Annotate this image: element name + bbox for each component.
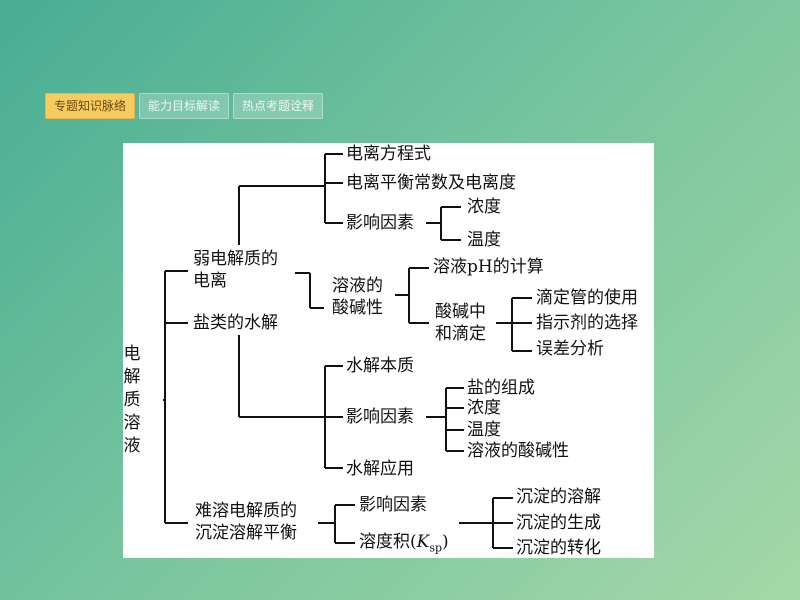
titration-label-line1: 酸碱中 — [435, 302, 486, 322]
ksp-symbol: K — [416, 532, 430, 552]
ksp-prefix: 溶度积( — [359, 532, 417, 552]
acidity-label-line1: 溶液的 — [332, 276, 383, 296]
error-analysis-label: 误差分析 — [536, 339, 604, 359]
tab-ability-goals[interactable]: 能力目标解读 — [139, 93, 230, 119]
precipitation-equilibrium-label-line2: 沉淀溶解平衡 — [195, 523, 297, 543]
ionization-constant-label: 电离平衡常数及电离度 — [346, 173, 516, 193]
root-label: 电解质溶液 — [123, 344, 141, 456]
tab-topic-overview[interactable]: 专题知识脉络 — [45, 93, 136, 119]
hydrolysis-factor-acidity: 溶液的酸碱性 — [467, 441, 569, 461]
hydrolysis-essence-label: 水解本质 — [346, 356, 414, 376]
hydrolysis-factor-concentration: 浓度 — [467, 398, 501, 418]
precipitate-conversion-label: 沉淀的转化 — [516, 538, 601, 558]
ionization-equation-label: 电离方程式 — [346, 144, 431, 164]
precipitate-formation-label: 沉淀的生成 — [516, 513, 601, 533]
tab-bar: 专题知识脉络 能力目标解读 热点考题诠释 — [45, 93, 324, 119]
hydrolysis-factors-label: 影响因素 — [346, 407, 414, 427]
weak-electrolyte-label-line1: 弱电解质的 — [193, 249, 278, 269]
ksp-subscript: sp — [429, 541, 443, 555]
hydrolysis-application-label: 水解应用 — [346, 459, 414, 479]
burette-usage-label: 滴定管的使用 — [536, 288, 638, 308]
tab-hot-questions[interactable]: 热点考题诠释 — [233, 93, 324, 119]
precipitation-factors-label: 影响因素 — [359, 495, 427, 515]
hydrolysis-factor-temperature: 温度 — [467, 420, 501, 440]
ph-calculation-label: 溶液pH的计算 — [433, 257, 544, 277]
ionization-factor-concentration: 浓度 — [467, 197, 501, 217]
acidity-label-line2: 酸碱性 — [332, 298, 383, 318]
salt-hydrolysis-label: 盐类的水解 — [193, 313, 278, 333]
titration-label-line2: 和滴定 — [435, 324, 486, 344]
indicator-selection-label: 指示剂的选择 — [536, 313, 638, 333]
ionization-factor-temperature: 温度 — [467, 230, 501, 250]
precipitate-dissolution-label: 沉淀的溶解 — [516, 487, 601, 507]
ksp-suffix: ) — [442, 532, 449, 552]
connector-lines — [163, 153, 532, 549]
hydrolysis-factor-salt-composition: 盐的组成 — [467, 378, 535, 398]
concept-map-panel: 电解质溶液 弱电解质的 电离 电离方程式 电离平衡常数及电离度 影响因素 浓度 … — [123, 143, 654, 558]
solubility-product-label: 溶度积(Ksp) — [359, 532, 449, 558]
ionization-factors-label: 影响因素 — [346, 213, 414, 233]
precipitation-equilibrium-label-line1: 难溶电解质的 — [195, 501, 297, 521]
weak-electrolyte-label-line2: 电离 — [193, 271, 227, 291]
